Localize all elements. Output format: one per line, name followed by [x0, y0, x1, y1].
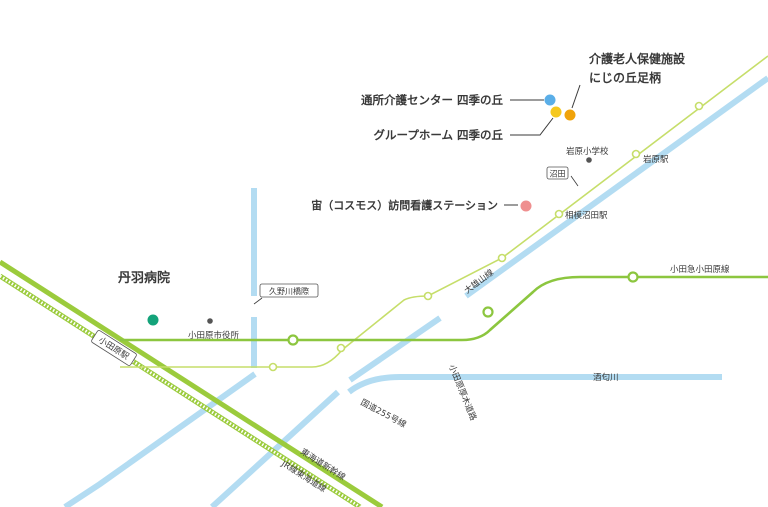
station-marker-odakyu-3 [627, 271, 639, 283]
station-kuno-label: 久野川橋際 [269, 286, 309, 296]
road-route255-label: 国道255号線 [359, 397, 409, 431]
roads-layer [63, 75, 768, 507]
facility-cosmos-label[interactable]: 宙（コスモス）訪問看護ステーション [311, 198, 498, 212]
station-marker-odakyu-1 [287, 334, 299, 346]
rail-shinkansen [0, 259, 384, 507]
station-markers [268, 101, 704, 372]
hospital-label[interactable]: 丹羽病院 [118, 270, 170, 286]
kuno-label-box [259, 283, 319, 298]
road-atsugi [347, 374, 722, 395]
road-atsugi-label: 小田原厚木道路 [446, 363, 479, 423]
road-route255-west [63, 371, 257, 507]
station-marker-odakyu-2 [482, 306, 494, 318]
station-marker-daiyuzan-7 [694, 101, 704, 111]
station-marker-daiyuzan-2 [336, 343, 346, 353]
station-label-boxes [91, 166, 579, 366]
facility-markers [147, 84, 592, 326]
facility-roujin-label-line2[interactable]: にじの丘足柄 [589, 70, 661, 85]
numata-label-box [546, 166, 569, 180]
line-odakyu-label: 小田急小田原線 [670, 264, 730, 275]
station-marker-iwahara [631, 149, 641, 159]
hospital-marker[interactable] [147, 314, 159, 326]
rail-odakyu [120, 275, 768, 342]
odawara-label-box [91, 330, 137, 366]
station-numata-label: 沼田 [550, 170, 566, 179]
city-hall-dot [207, 318, 213, 324]
leader-group-home [510, 117, 554, 136]
numata-leader [570, 175, 579, 187]
kuno-leader [253, 297, 263, 305]
odakyu-layer [120, 275, 768, 342]
station-marker-sagami-numata [554, 209, 564, 219]
facility-group-home-label[interactable]: グループホーム 四季の丘 [374, 128, 504, 142]
jr-layer [0, 259, 384, 507]
facility-roujin-marker[interactable] [564, 109, 576, 121]
rail-jr-tokaido-ties [0, 274, 361, 507]
facility-tsusho-label[interactable]: 通所介護センター 四季の丘 [361, 93, 504, 107]
facility-roujin-label-line1[interactable]: 介護老人保健施設 [588, 51, 686, 66]
station-marker-daiyuzan-1 [268, 362, 278, 372]
station-marker-daiyuzan-3 [423, 291, 433, 301]
city-hall-label: 小田原市役所 [188, 330, 240, 341]
line-daiyuzan-label: 大雄山線 [462, 267, 496, 297]
facility-tsusho-marker[interactable] [544, 94, 556, 106]
iwahara-school-dot [586, 157, 592, 163]
station-iwahara-label: 岩原駅 [643, 154, 669, 165]
iwahara-school-label: 岩原小学校 [566, 146, 609, 157]
facility-group-home-marker[interactable] [550, 106, 562, 118]
river-sakawa-label: 酒匂川 [593, 372, 619, 383]
station-marker-daiyuzan-4 [497, 253, 507, 263]
facility-cosmos-marker[interactable] [520, 200, 532, 212]
station-sagami-numata-label: 相模沼田駅 [565, 210, 608, 221]
leader-roujin [571, 84, 581, 109]
